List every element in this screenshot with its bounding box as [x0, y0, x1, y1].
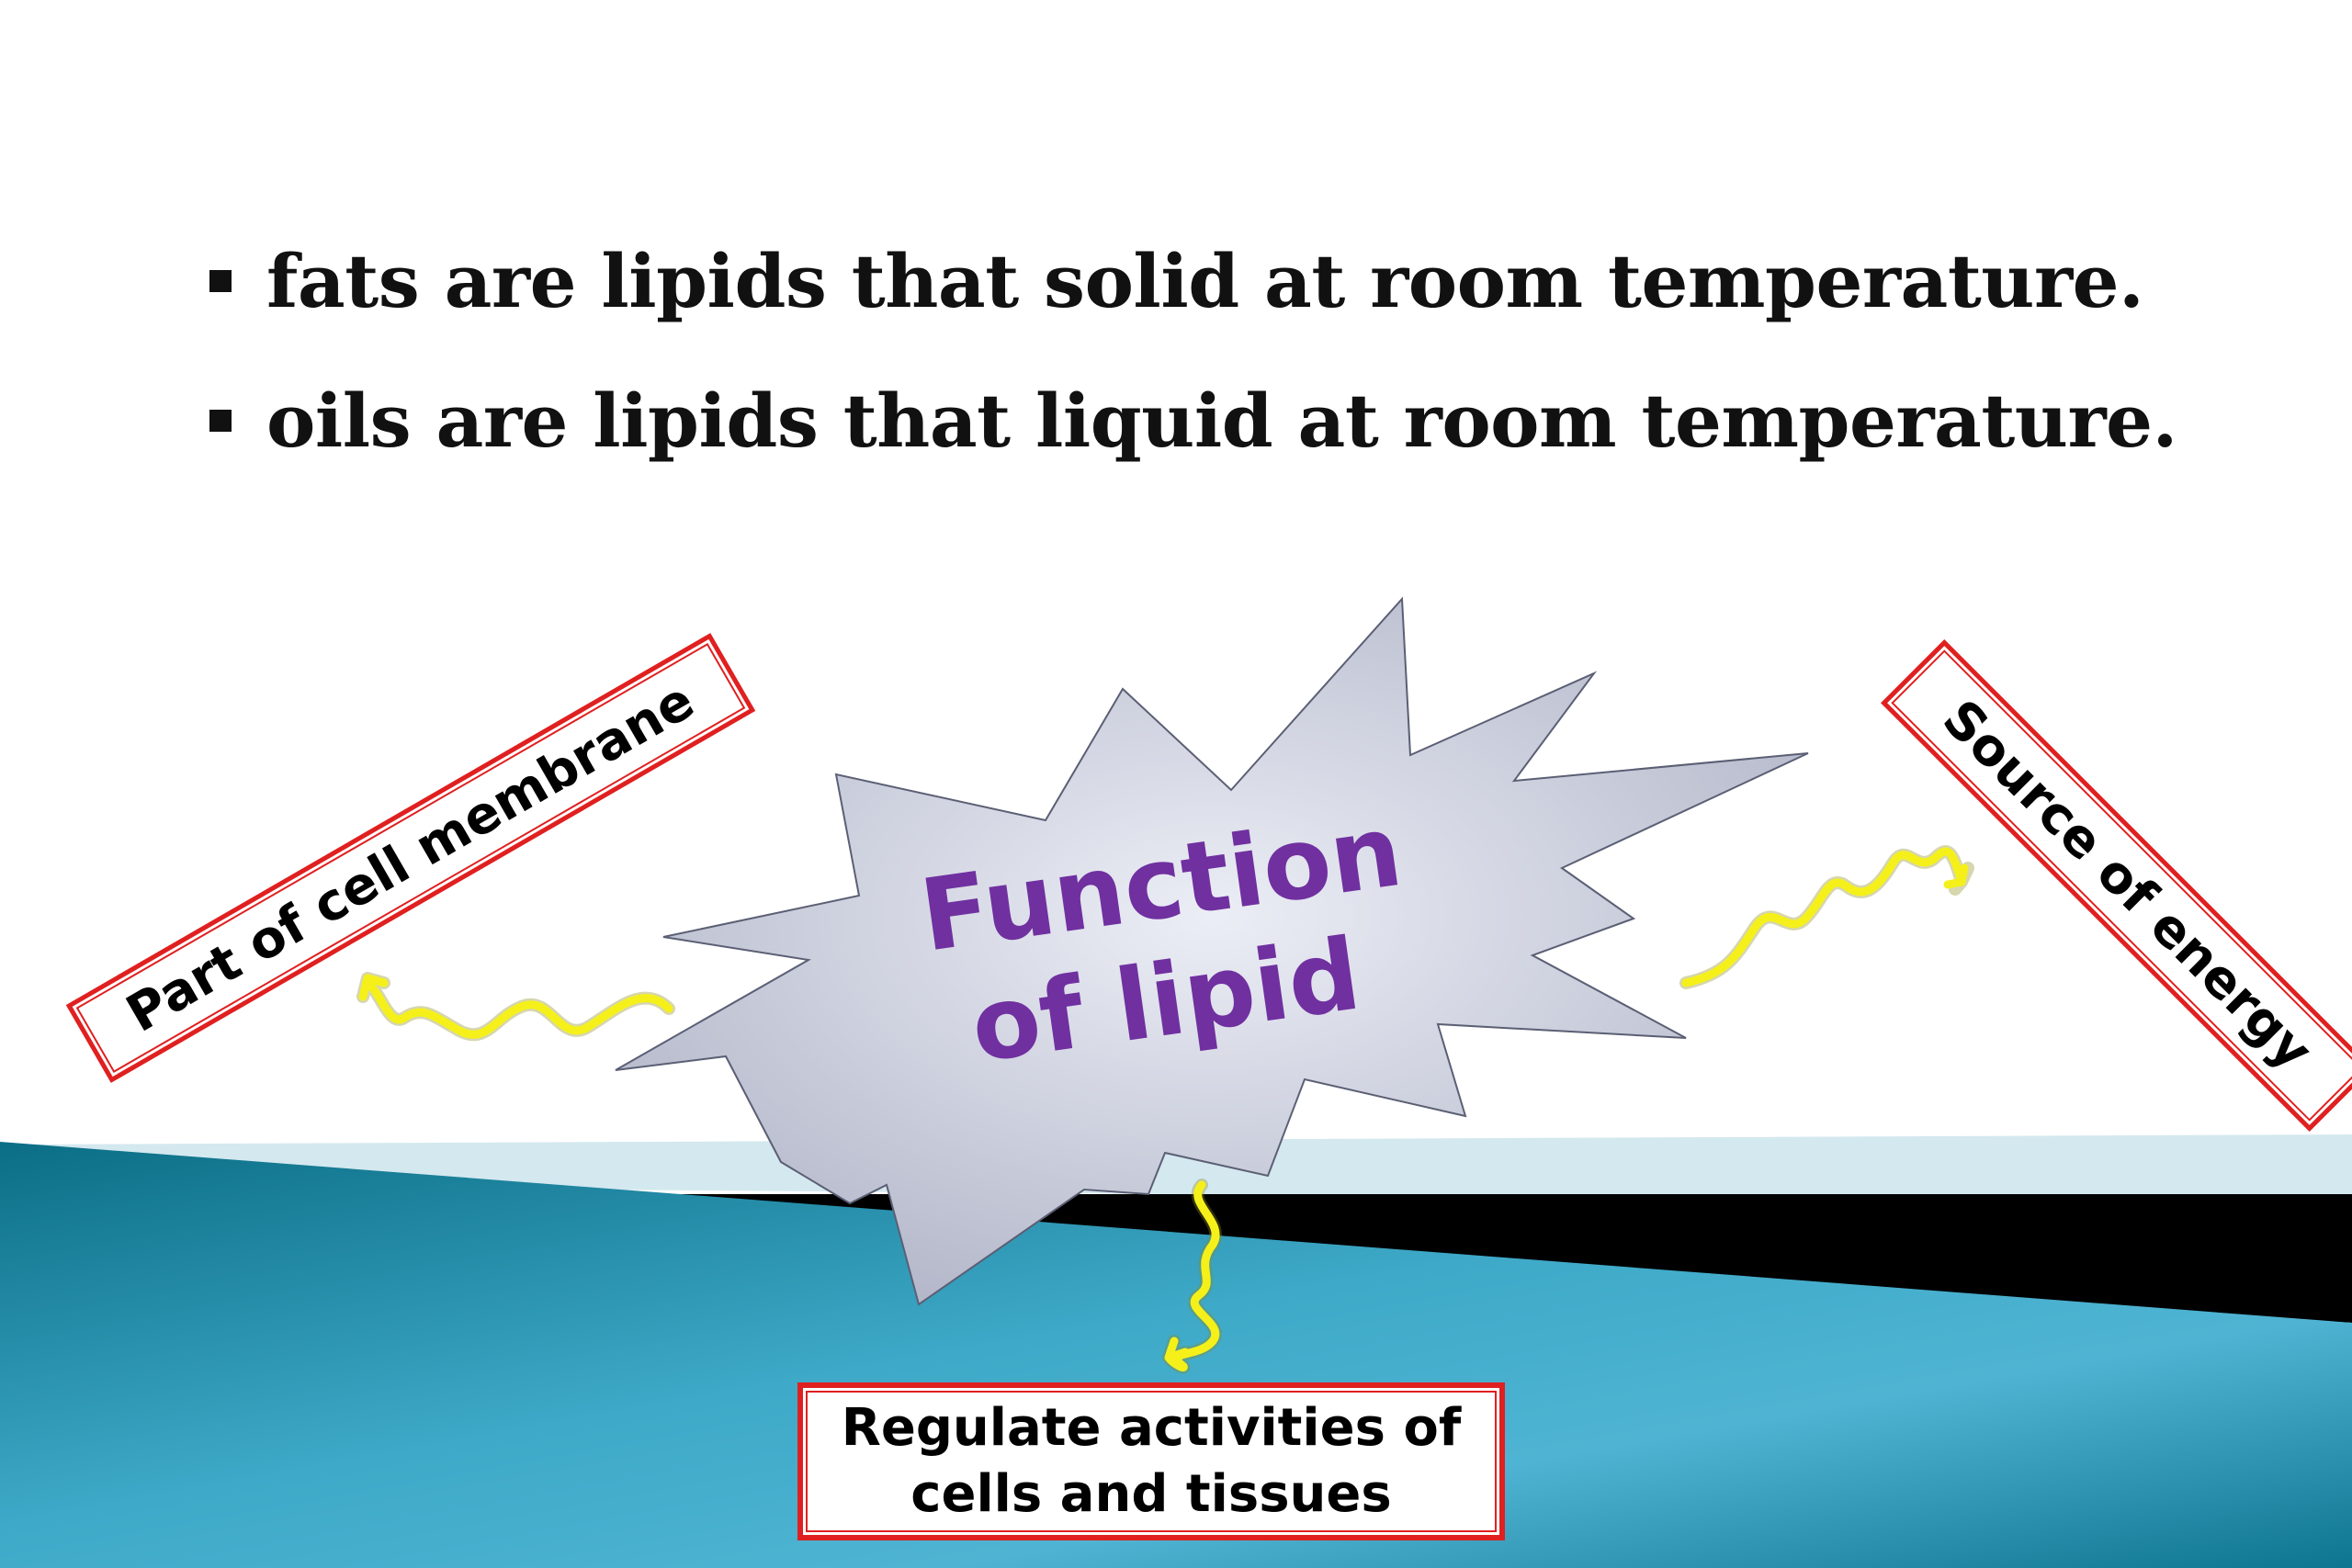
square-bullet-icon — [209, 410, 232, 432]
bullet-text: fats are lipids that solid at room tempe… — [266, 238, 2144, 324]
bullet-list: fats are lipids that solid at room tempe… — [209, 211, 2177, 491]
connector-arrows — [356, 845, 1974, 1374]
bullet-item: fats are lipids that solid at room tempe… — [209, 211, 2177, 351]
label-regulate-activities: Regulate activities of cells and tissues — [797, 1382, 1505, 1540]
pale-blue-band — [0, 1134, 2352, 1203]
label-regulate-line2: cells and tissues — [910, 1464, 1392, 1524]
bullet-text: oils are lipids that liquid at room temp… — [266, 378, 2177, 464]
square-bullet-icon — [209, 270, 232, 292]
burst-shape — [615, 596, 1809, 1306]
bullet-item: oils are lipids that liquid at room temp… — [209, 351, 2177, 491]
label-regulate-line1: Regulate activities of — [841, 1398, 1462, 1458]
